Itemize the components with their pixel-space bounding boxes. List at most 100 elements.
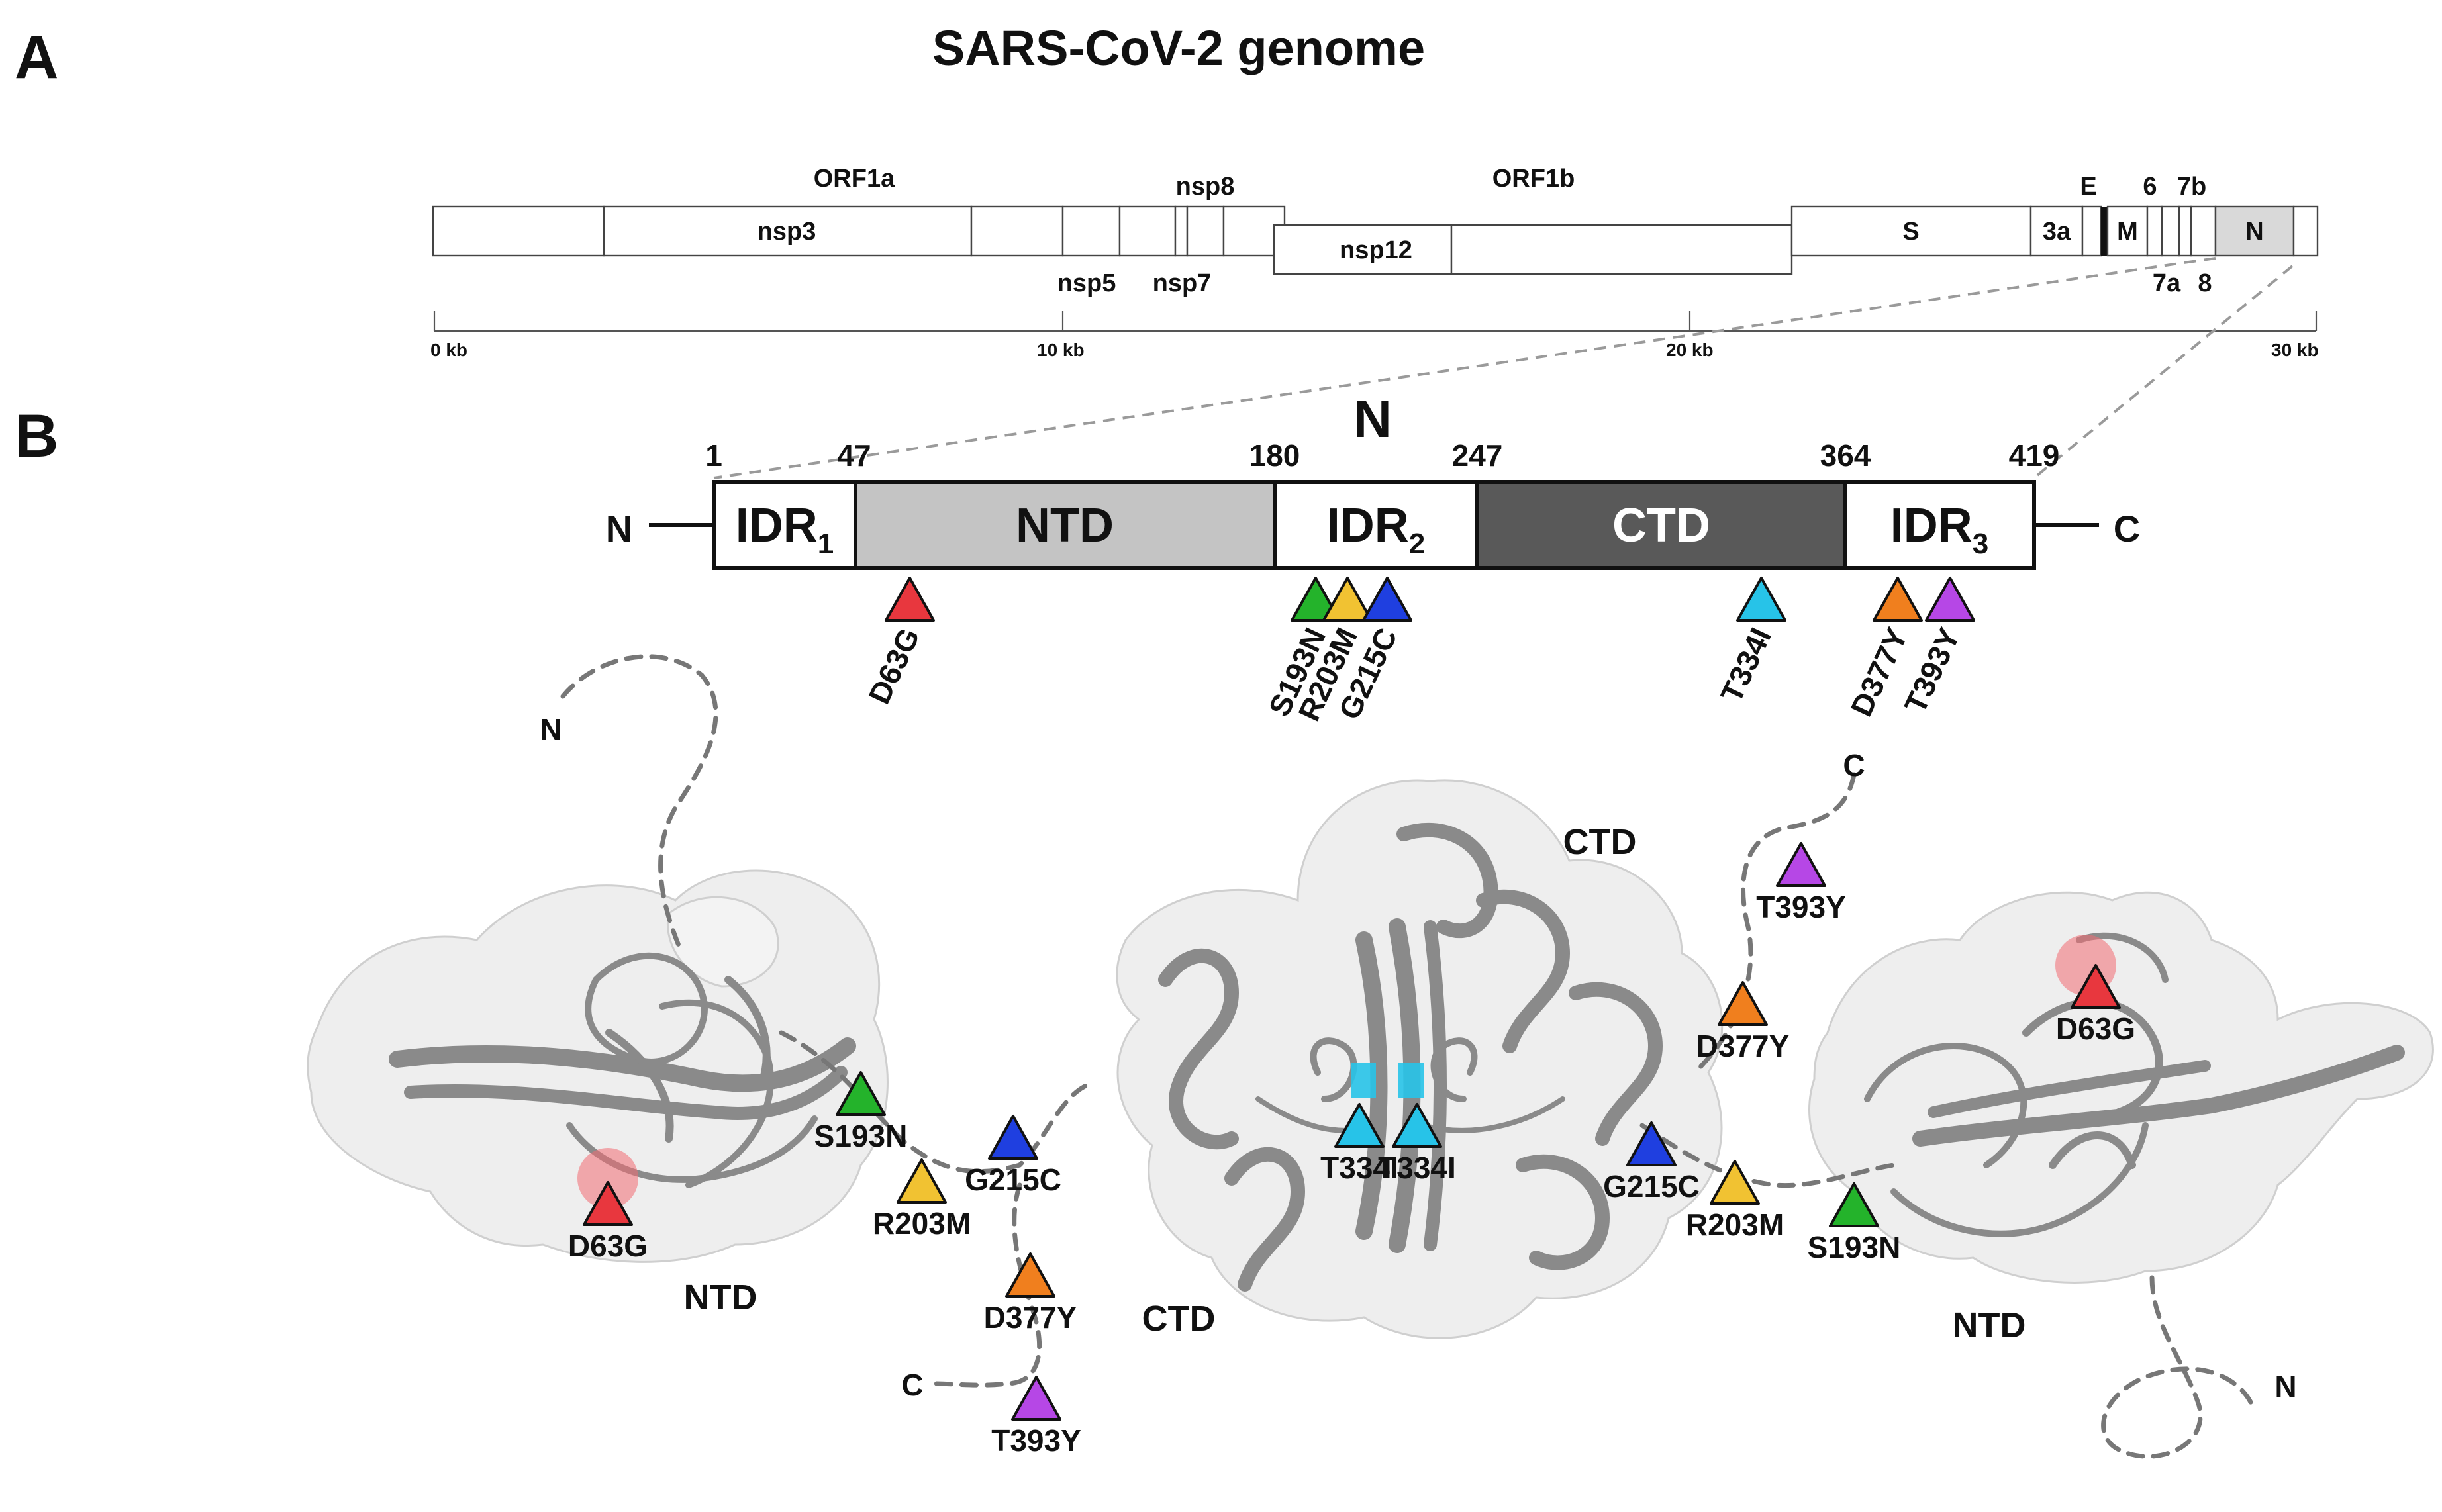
nucleocapsid-segment xyxy=(2214,205,2295,257)
nsp3-segment xyxy=(603,205,973,257)
top-ctd-label: CTD xyxy=(1563,822,1637,862)
left-link-tail xyxy=(779,1030,1089,1174)
ctd-domain xyxy=(1475,480,1847,570)
map-label-t334i: T334I xyxy=(1714,622,1778,708)
nsp7-label: nsp7 xyxy=(1153,269,1212,297)
struct-label-t393y-5: T393Y xyxy=(991,1423,1081,1458)
idr2-domain xyxy=(1273,480,1479,570)
struct-marker-t334i-7 xyxy=(1392,1103,1442,1148)
orf6-segment xyxy=(2146,205,2163,257)
scale-label-20: 20 kb xyxy=(1666,340,1714,360)
struct-label-d63g-0: D63G xyxy=(568,1229,648,1263)
c-terminus-label: C xyxy=(2114,508,2140,549)
orf3a-segment xyxy=(2029,205,2084,257)
struct-label-g215c-3: G215C xyxy=(965,1162,1061,1197)
orf1a-start-segment xyxy=(432,205,605,257)
nsp5-label: nsp5 xyxy=(1057,269,1116,297)
panel-a-letter: A xyxy=(15,24,58,91)
ctd-t334i-highlight-right xyxy=(1398,1063,1424,1098)
struct-label-d377y-11: D377Y xyxy=(1696,1029,1790,1063)
envelope-segment xyxy=(2081,205,2102,257)
boundary-419: 419 xyxy=(2009,438,2060,473)
envelope-divider xyxy=(2101,207,2108,256)
nucleocapsid-label: N xyxy=(2245,218,2263,246)
orf8-segment xyxy=(2190,205,2217,257)
nsp8-segment xyxy=(1186,205,1225,257)
nsp12-label: nsp12 xyxy=(1340,236,1412,264)
idr3-label: IDR3 xyxy=(1890,499,1988,560)
struct-label-t334i-6: T334I xyxy=(1320,1151,1398,1185)
spike-label: S xyxy=(1902,218,1919,246)
map-marker-g215c xyxy=(1362,577,1412,622)
nsp12-segment xyxy=(1273,224,1453,275)
ctd-label: CTD xyxy=(1612,499,1710,552)
map-marker-d63g xyxy=(885,577,935,622)
struct-label-d63g-13: D63G xyxy=(2056,1012,2135,1046)
struct-marker-g215c-3 xyxy=(988,1115,1038,1160)
orf6-label: 6 xyxy=(2143,173,2157,201)
genome-title: SARS-CoV-2 genome xyxy=(932,21,1425,75)
struct-marker-r203m-2 xyxy=(897,1158,947,1204)
zoom-line-left xyxy=(713,257,2216,479)
nsp6-segment xyxy=(1118,205,1177,257)
left-c-tail xyxy=(931,1182,1042,1388)
orf8-label: 8 xyxy=(2198,269,2212,297)
orf7a-label: 7a xyxy=(2153,269,2181,297)
genome-map: ORF1a ORF1b nsp3 nsp8 nsp5 nsp7 nsp12 S … xyxy=(432,165,2319,297)
struct-marker-t334i-6 xyxy=(1334,1103,1385,1148)
struct-label-r203m-2: R203M xyxy=(873,1206,971,1241)
boundary-364: 364 xyxy=(1820,438,1871,473)
struct-label-s193n-1: S193N xyxy=(814,1119,908,1153)
right-n-terminus: N xyxy=(2274,1369,2296,1403)
left-n-terminus: N xyxy=(540,712,562,747)
left-ntd-structure xyxy=(307,869,889,1263)
struct-marker-d377y-4 xyxy=(1005,1252,1055,1298)
struct-marker-g215c-8 xyxy=(1626,1121,1677,1166)
orf7a-segment xyxy=(2161,205,2180,257)
struct-marker-s193n-10 xyxy=(1829,1182,1879,1227)
idr2-label: IDR2 xyxy=(1327,499,1425,560)
struct-label-s193n-10: S193N xyxy=(1808,1230,1901,1264)
ntd-domain xyxy=(854,480,1277,570)
struct-marker-d63g-13 xyxy=(2071,964,2121,1009)
orf1b-label: ORF1b xyxy=(1492,165,1575,193)
struct-label-g215c-8: G215C xyxy=(1603,1169,1700,1204)
boundary-1: 1 xyxy=(705,438,722,473)
struct-label-t334i-7: T334I xyxy=(1378,1151,1456,1185)
struct-label-d377y-4: D377Y xyxy=(984,1300,1077,1335)
membrane-label: M xyxy=(2117,218,2138,246)
scale-label-0: 0 kb xyxy=(430,340,467,360)
ntd-label: NTD xyxy=(1016,499,1114,552)
map-marker-t393y xyxy=(1925,577,1975,622)
right-ntd-surface xyxy=(1808,891,2434,1284)
right-c-terminus: C xyxy=(1843,748,1865,782)
map-marker-t334i xyxy=(1736,577,1786,622)
struct-marker-s193n-1 xyxy=(836,1071,886,1116)
left-c-terminus: C xyxy=(901,1368,923,1402)
orf1a-label: ORF1a xyxy=(814,165,895,193)
right-ntd-label: NTD xyxy=(1953,1305,2026,1345)
boundary-180: 180 xyxy=(1249,438,1300,473)
struct-marker-d377y-11 xyxy=(1718,981,1768,1026)
struct-marker-t393y-5 xyxy=(1011,1376,1061,1421)
struct-marker-r203m-9 xyxy=(1710,1160,1760,1205)
ctd-dimer-structure xyxy=(1116,779,1724,1339)
struct-marker-t393y-12 xyxy=(1776,842,1826,887)
struct-marker-d63g-0 xyxy=(583,1181,633,1226)
protein-domain-map: N C IDR1 NTD IDR2 CTD IDR3 1 47 180 247 … xyxy=(606,438,2140,570)
envelope-label: E xyxy=(2080,173,2096,201)
orf1a-mid-segment xyxy=(970,205,1064,257)
membrane-segment xyxy=(2106,205,2149,257)
center-ctd-label: CTD xyxy=(1142,1299,1216,1339)
utr3-segment xyxy=(2292,205,2319,257)
boundary-47: 47 xyxy=(837,438,871,473)
nsp8-label: nsp8 xyxy=(1176,173,1235,201)
panel-b-letter: B xyxy=(15,402,58,470)
right-ntd-structure xyxy=(1808,891,2434,1284)
nsp7-segment xyxy=(1174,205,1189,257)
map-label-d63g: D63G xyxy=(861,622,926,709)
zoom-line-right xyxy=(2033,265,2294,479)
idr1-label: IDR1 xyxy=(736,499,834,560)
